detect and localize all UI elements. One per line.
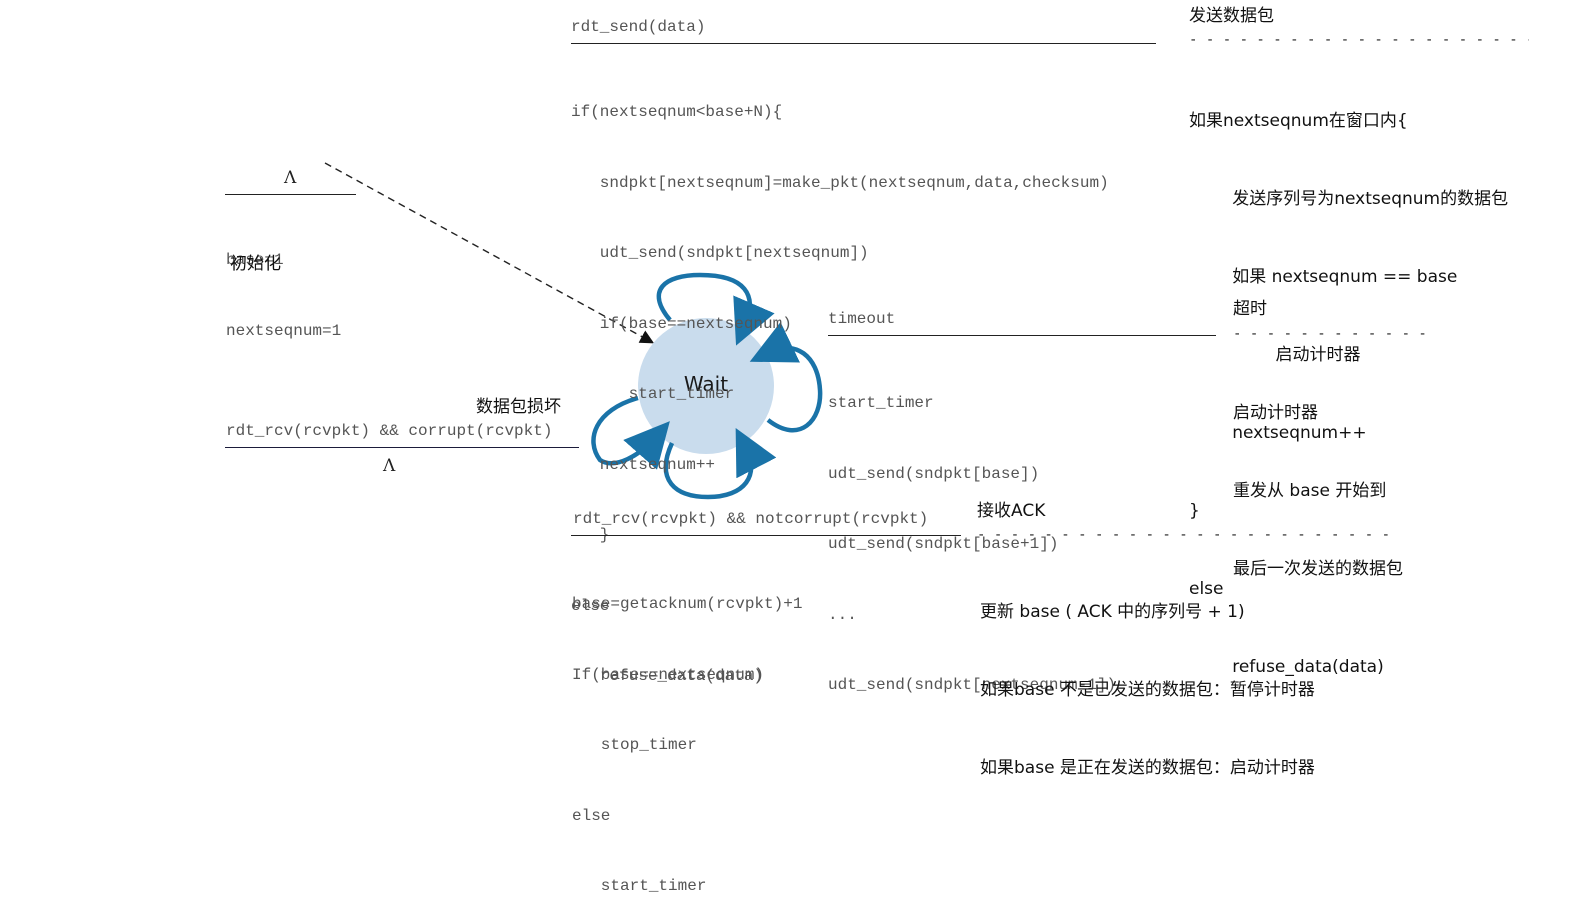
timeout-divider xyxy=(828,335,1216,336)
send-event: rdt_send(data) xyxy=(571,18,706,36)
timeout-action-line: udt_send(sndpkt[base]) xyxy=(828,464,1040,483)
timeout-event: timeout xyxy=(828,310,896,328)
send-note-body: 如果nextseqnum在窗口内{ 发送序列号为nextseqnum的数据包 如… xyxy=(1189,56,1508,706)
send-note-line: nextseqnum++ xyxy=(1189,423,1367,443)
corrupt-event: rdt_rcv(rcvpkt) && corrupt(rcvpkt) xyxy=(226,422,553,440)
timeout-note-body: 启动计时器 重发从 base 开始到 最后一次发送的数据包 xyxy=(1233,348,1403,608)
timeout-action-line: udt_send(sndpkt[base+1]) xyxy=(828,535,1059,553)
init-caption: 初始化 xyxy=(230,254,281,274)
wait-state-circle xyxy=(638,318,774,454)
timeout-note-line: 启动计时器 xyxy=(1233,403,1318,423)
init-action-line: base=1 xyxy=(226,251,284,269)
send-action-line: if(nextseqnum<base+N){ xyxy=(571,103,783,121)
send-note-line: 启动计时器 xyxy=(1189,345,1361,365)
timeout-action-line: ... xyxy=(828,605,857,624)
wait-state-label: Wait xyxy=(683,372,729,396)
init-divider xyxy=(225,194,356,195)
corrupt-action-lambda: Λ xyxy=(383,456,396,476)
send-note-line: 如果 nextseqnum == base xyxy=(1189,267,1458,287)
ack-action-line: else xyxy=(572,806,611,825)
send-note-line: else xyxy=(1189,579,1224,599)
send-action-line: udt_send(sndpkt[nextseqnum]) xyxy=(571,244,869,262)
ack-note-dashes: - - - - - - - - - - - - - - - - - - - - … xyxy=(977,527,1391,543)
corrupt-self-loop-arrow xyxy=(591,395,670,470)
ack-divider xyxy=(571,535,961,536)
send-action-line: start_timer xyxy=(571,385,735,403)
ack-action-line: stop_timer xyxy=(572,736,697,754)
fsm-graphics xyxy=(324,162,823,500)
init-event-lambda: Λ xyxy=(284,168,297,188)
send-note-line: } xyxy=(1189,501,1200,521)
send-divider xyxy=(571,43,1156,44)
ack-self-loop-arrow xyxy=(663,428,777,500)
timeout-self-loop-arrow xyxy=(749,321,823,433)
ack-note-line: 如果base 是正在发送的数据包：启动计时器 xyxy=(980,758,1315,778)
timeout-action-line: start_timer xyxy=(828,394,934,412)
ack-actions: base=getacknum(rcvpkt)+1 If(base==nextse… xyxy=(572,546,802,922)
corrupt-caption: 数据包损坏 xyxy=(476,397,561,417)
timeout-note-line: 最后一次发送的数据包 xyxy=(1233,559,1403,579)
send-self-loop-arrow xyxy=(656,272,775,346)
timeout-note-title: 超时 xyxy=(1233,299,1267,319)
ack-action-line: base=getacknum(rcvpkt)+1 xyxy=(572,595,803,613)
ack-action-line: start_timer xyxy=(572,877,707,895)
timeout-note-dashes: - - - - - - - - - - - - - - - - - - - - … xyxy=(1233,326,1427,342)
ack-note-line: 如果base 不是已发送的数据包：暂停计时器 xyxy=(980,680,1315,700)
send-note-line: refuse_data(data) xyxy=(1189,657,1384,677)
ack-note-body: 更新 base ( ACK 中的序列号 + 1) 如果base 不是已发送的数据… xyxy=(980,547,1315,807)
send-action-line: sndpkt[nextseqnum]=make_pkt(nextseqnum,d… xyxy=(571,173,1109,192)
init-action-line: nextseqnum=1 xyxy=(226,321,342,340)
ack-note-line: 更新 base ( ACK 中的序列号 + 1) xyxy=(980,602,1245,622)
init-actions: base=1 nextseqnum=1 xyxy=(226,202,341,367)
ack-action-line: If(base==nextseqnum) xyxy=(572,665,765,684)
send-note-line: 发送序列号为nextseqnum的数据包 xyxy=(1189,189,1509,209)
initial-transition-arrow xyxy=(324,162,655,344)
ack-event: rdt_rcv(rcvpkt) && notcorrupt(rcvpkt) xyxy=(573,510,929,528)
ack-note-title: 接收ACK xyxy=(977,501,1046,521)
send-action-line: if(base==nextseqnum) xyxy=(571,314,792,333)
send-note-line: 如果nextseqnum在窗口内{ xyxy=(1189,111,1408,131)
send-action-line: nextseqnum++ xyxy=(571,455,716,474)
send-note-title: 发送数据包 xyxy=(1189,6,1274,26)
timeout-note-line: 重发从 base 开始到 xyxy=(1233,481,1387,501)
corrupt-divider xyxy=(225,447,579,448)
send-note-dashes: - - - - - - - - - - - - - - - - - - - - … xyxy=(1189,32,1529,48)
send-action-line: else xyxy=(571,596,610,615)
